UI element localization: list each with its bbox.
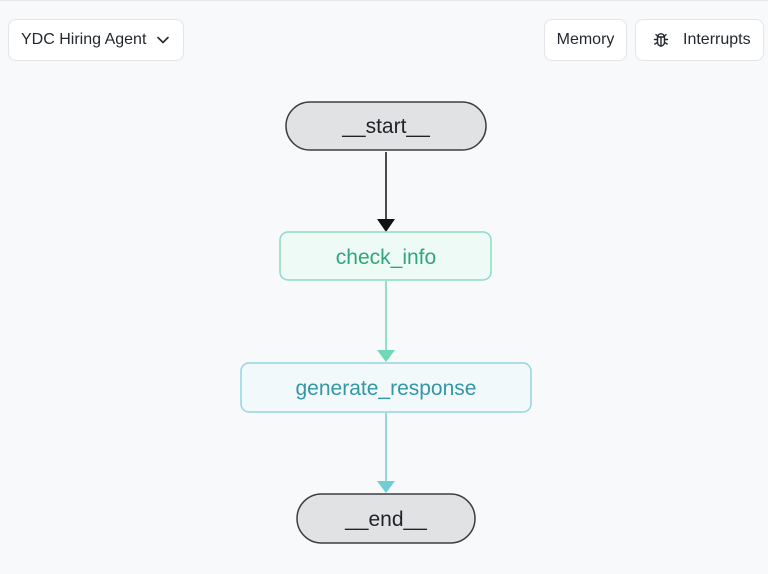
node-start[interactable]: __start__ (285, 101, 487, 151)
edge-check-info-generate-response (377, 281, 395, 362)
node-generate-response-label: generate_response (296, 377, 477, 400)
graph-selector-label: YDC Hiring Agent (21, 31, 147, 48)
node-start-label: __start__ (341, 115, 430, 138)
node-generate-response[interactable]: generate_response (240, 362, 532, 413)
memory-button-label: Memory (556, 31, 615, 48)
edge-start-check-info (377, 152, 395, 232)
node-end-label: __end__ (344, 508, 427, 531)
arrow-head (377, 219, 395, 232)
graph-selector-dropdown[interactable]: YDC Hiring Agent (8, 19, 184, 61)
bug-icon (651, 30, 671, 50)
node-end[interactable]: __end__ (296, 493, 476, 544)
node-check-info-label: check_info (336, 246, 436, 269)
arrow-head (377, 350, 395, 362)
edge-generate-response-end (377, 413, 395, 493)
interrupts-button[interactable]: Interrupts (635, 19, 764, 61)
interrupts-button-label: Interrupts (683, 31, 751, 48)
chevron-down-icon (155, 32, 171, 48)
memory-button[interactable]: Memory (544, 19, 627, 61)
arrow-head (377, 481, 395, 493)
node-check-info[interactable]: check_info (279, 231, 492, 281)
